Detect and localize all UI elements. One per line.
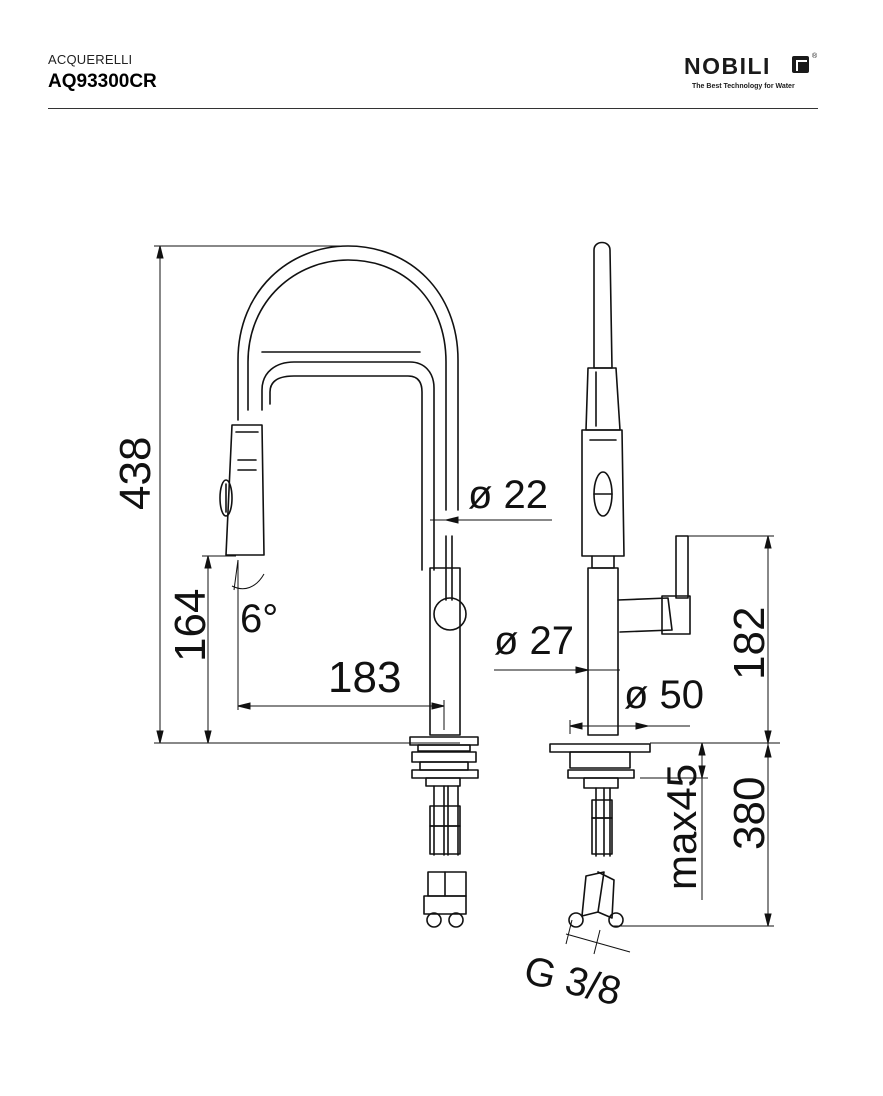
dim-lever-height: 182 bbox=[725, 607, 774, 680]
side-spray-head bbox=[581, 429, 625, 557]
header: ACQUERELLI AQ93300CR bbox=[48, 52, 157, 93]
body bbox=[429, 567, 461, 736]
dim-hose-diameter: ø 22 bbox=[468, 473, 548, 517]
hose-arch-inner bbox=[247, 259, 447, 511]
dim-hose-length: 380 bbox=[725, 777, 774, 850]
dim-spray-angle: 6° bbox=[240, 597, 278, 641]
logo-icon bbox=[792, 56, 809, 73]
spout-frame-outer bbox=[261, 361, 435, 571]
spout-frame-inner bbox=[269, 375, 423, 571]
spray-button bbox=[219, 479, 233, 517]
dimension-lines bbox=[154, 245, 780, 955]
dim-total-height: 438 bbox=[111, 437, 160, 510]
side-lever bbox=[661, 595, 691, 635]
hose-arch-outer bbox=[237, 245, 459, 511]
registered-mark: ® bbox=[812, 53, 818, 60]
side-hose bbox=[593, 241, 613, 369]
dim-reach: 183 bbox=[328, 653, 401, 702]
spray-head bbox=[225, 424, 265, 556]
dim-body-diameter: ø 27 bbox=[494, 619, 574, 663]
dim-spout-height: 164 bbox=[166, 589, 215, 662]
side-body bbox=[587, 567, 619, 736]
side-view bbox=[549, 241, 691, 928]
brand-logo: NOBILI ® The Best Technology for Water bbox=[684, 53, 819, 95]
logo-wordmark: NOBILI bbox=[684, 53, 771, 79]
model-code: AQ93300CR bbox=[48, 71, 157, 92]
lever-knob bbox=[433, 597, 467, 631]
base-plate bbox=[409, 736, 479, 746]
logo-tagline: The Best Technology for Water bbox=[692, 83, 795, 90]
connector-pair bbox=[427, 871, 467, 897]
side-connector bbox=[581, 871, 605, 917]
front-view bbox=[219, 245, 479, 928]
dimension-labels: 438 164 6° 183 ø 22 ø 27 ø 50 182 380 ma… bbox=[111, 437, 774, 1015]
dim-connection: G 3/8 bbox=[520, 948, 626, 1014]
dim-max-deck: max45 bbox=[658, 764, 705, 890]
collection-name: ACQUERELLI bbox=[48, 52, 133, 67]
header-divider bbox=[48, 108, 818, 109]
dim-base-diameter: ø 50 bbox=[624, 673, 704, 717]
